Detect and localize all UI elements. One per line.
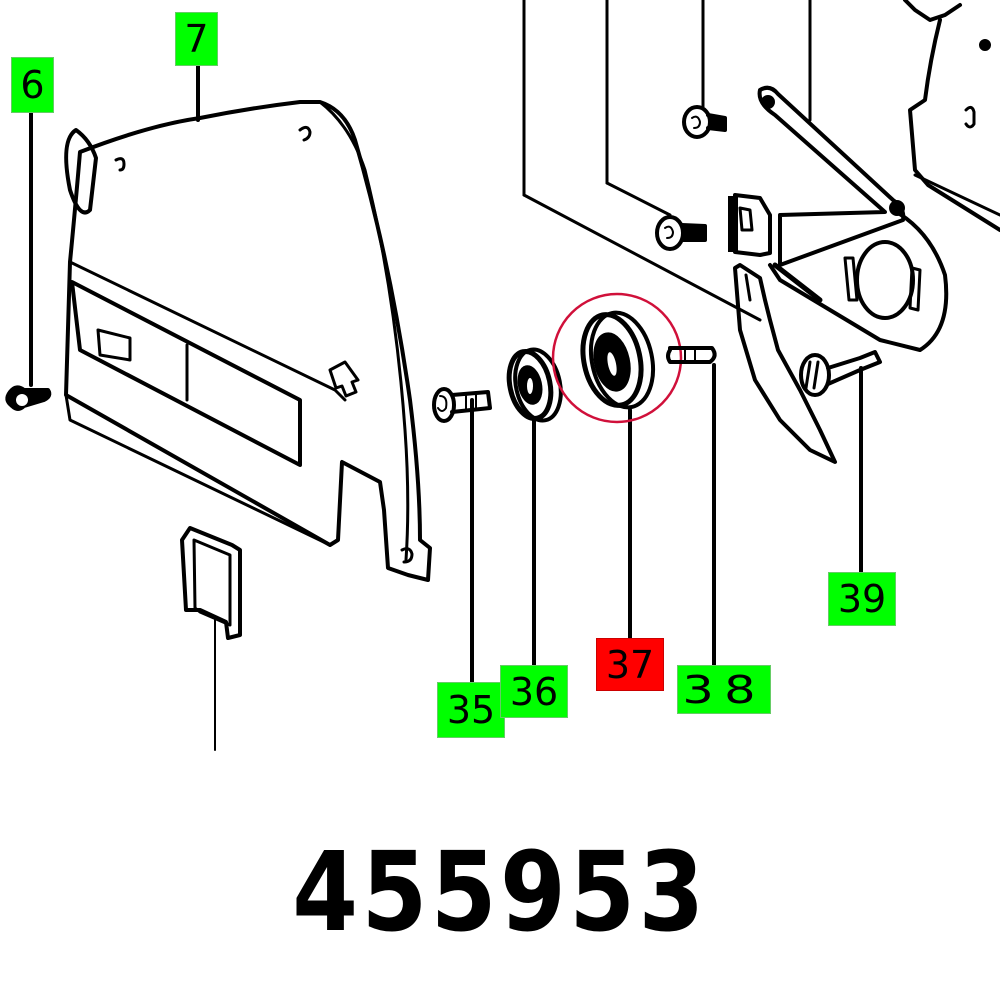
flange-part-37 [580,310,655,410]
housing-right-fragment [903,0,1000,232]
callout-label-6[interactable]: 6 [11,57,54,113]
housing-screw-lower [655,215,707,251]
callout-label-37-highlighted[interactable]: 37 [596,638,664,691]
callout-label-35[interactable]: 35 [437,682,505,738]
callout-label-36[interactable]: 36 [500,665,568,718]
blade-guard-part-7 [64,100,432,582]
part-number-title: 455953 [292,828,708,956]
pin-part-38 [666,346,717,364]
washer-part-36 [506,347,563,423]
callout-text: 37 [605,642,655,687]
callout-label-38[interactable]: 38 [677,665,771,714]
riving-knife-bracket [728,85,949,464]
screw-part-35 [432,387,492,423]
callout-label-7[interactable]: 7 [175,12,218,66]
callout-text: 36 [509,669,559,714]
callout-text: 38 [682,667,766,712]
callout-label-39[interactable]: 39 [828,572,896,626]
screw-part-6 [5,385,52,411]
clamping-screw-part-39 [799,350,882,397]
housing-screw-upper [682,105,727,139]
callout-text: 7 [184,17,209,61]
housing-outline [522,0,812,322]
callout-text: 6 [20,63,45,107]
small-bracket-part [180,526,242,640]
callout-text: 39 [837,577,887,621]
highlight-circle-part-37 [551,292,683,424]
callout-text: 35 [446,688,496,732]
